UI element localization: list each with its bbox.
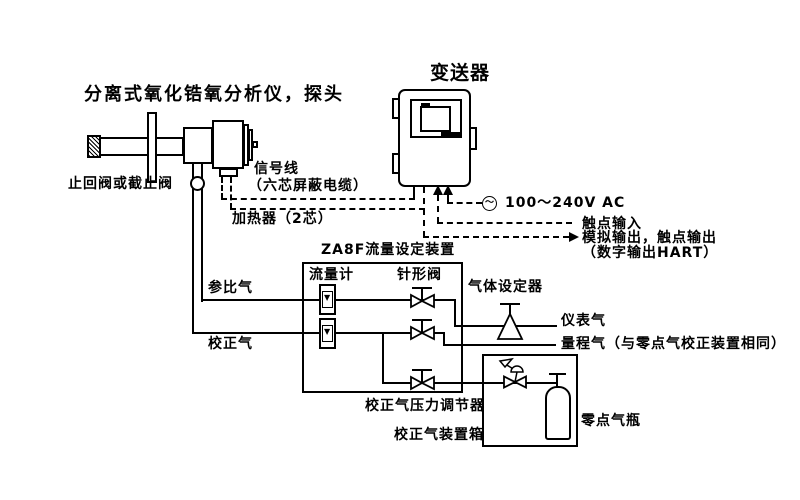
- cylinder-valve-stem: [556, 373, 558, 388]
- signal-cable-label: （六芯屏蔽电缆）: [248, 178, 368, 194]
- flowmeter-label: 流量计: [309, 267, 354, 283]
- cable-heater-drop: [230, 177, 232, 209]
- transmitter-title: 变送器: [430, 62, 491, 84]
- probe-flange: [147, 112, 157, 183]
- pressure-regulator-symbol: [498, 357, 527, 389]
- digital-output-hart-label: （数字输出HART）: [582, 245, 719, 261]
- ac-wave-glyph: ～: [484, 198, 494, 208]
- transmitter-keypad-bar: [441, 132, 462, 136]
- analog-output-label: 模拟输出，触点输出: [582, 230, 717, 246]
- pipe-span-gas: [443, 344, 556, 346]
- zero-gas-cylinder-label: 零点气瓶: [581, 413, 641, 429]
- cable-power: [447, 202, 482, 204]
- zero-gas-cylinder-symbol: [545, 386, 571, 440]
- cable-contact-input-riser: [437, 195, 439, 223]
- cable-power-riser: [447, 195, 449, 203]
- pipe-instrument-corner: [454, 299, 456, 327]
- flowmeter-2-float-icon: ▼: [324, 327, 331, 336]
- pipe-zero-gas: [382, 382, 557, 384]
- cable-signal: [221, 198, 415, 200]
- ac-power-label: 100～240V AC: [505, 195, 626, 211]
- cable-signal-riser: [413, 187, 415, 199]
- flowmeter-1-float-icon: ▼: [324, 293, 331, 302]
- calibration-box-label: 校正气装置箱: [394, 427, 484, 443]
- pipe-span-corner: [443, 332, 445, 346]
- calibration-unit-box: [482, 354, 578, 447]
- cable-output-riser: [423, 187, 425, 237]
- flowmeter-1-window: [322, 291, 333, 308]
- cable-analog-output: [423, 236, 569, 238]
- cylinder-valve-handle: [549, 373, 566, 375]
- analog-output-arrow-icon: [569, 232, 579, 242]
- probe-head: [212, 120, 244, 169]
- probe-title: 分离式氧化锆氧分析仪，探头: [84, 84, 344, 105]
- pipe-calibration-gas: [193, 332, 444, 334]
- calibration-gas-label: 校正气: [208, 336, 253, 352]
- check-valve-label: 止回阀或截止阀: [68, 176, 173, 192]
- probe-cable-gland: [219, 168, 238, 177]
- transmitter-screen: [420, 106, 451, 132]
- pipe-probe-left: [192, 162, 194, 334]
- pipe-probe-right: [201, 162, 203, 302]
- contact-input-label: 触点输入: [582, 216, 642, 232]
- flowmeter-2-window: [322, 325, 333, 342]
- flow-device-label: ZA8F流量设定装置: [321, 242, 456, 258]
- needle-valve-label: 针形阀: [397, 267, 442, 283]
- cable-signal-drop: [221, 177, 223, 199]
- signal-line-label: 信号线: [254, 161, 299, 177]
- probe-body: [183, 127, 213, 164]
- heater-label: 加热器（2芯）: [232, 211, 333, 227]
- transmitter-power-arrow-icon: [443, 185, 453, 195]
- check-valve-symbol: [190, 176, 205, 191]
- needle-valve-2: [410, 319, 435, 341]
- transmitter-screen-mark: [421, 103, 430, 106]
- pipe-zero-branch: [382, 332, 384, 384]
- cable-contact-input: [437, 222, 572, 224]
- transmitter-input-arrow-icon: [433, 185, 443, 195]
- needle-valve-3: [410, 369, 435, 391]
- reference-gas-label: 参比气: [208, 280, 253, 296]
- ac-source-icon: ～: [482, 196, 497, 211]
- needle-valve-1: [410, 287, 435, 309]
- gas-setter-symbol: [496, 303, 524, 340]
- pressure-regulator-label: 校正气压力调节器: [365, 398, 485, 414]
- flow-setting-unit-box: [302, 262, 463, 393]
- gas-setter-label: 气体设定器: [468, 279, 543, 295]
- cable-heater: [230, 208, 425, 210]
- probe-terminal-pin: [252, 141, 258, 148]
- probe-tube: [99, 137, 184, 156]
- span-gas-label: 量程气（与零点气校正装置相同）: [561, 336, 786, 352]
- instrument-gas-label: 仪表气: [561, 313, 606, 329]
- transmitter-display-panel: [410, 99, 462, 138]
